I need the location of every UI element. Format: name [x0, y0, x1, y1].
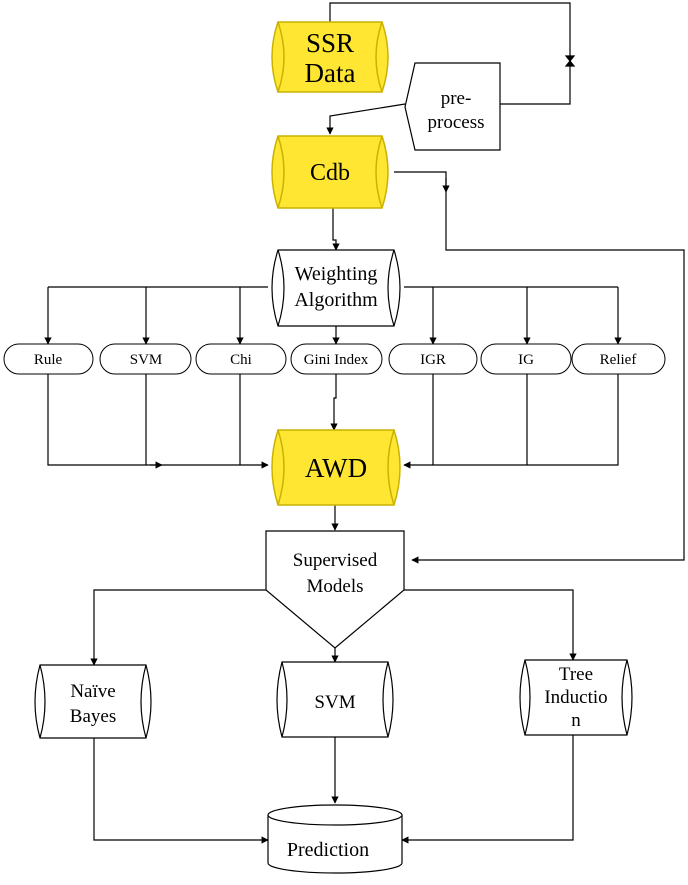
pill-relief[interactable]: Relief: [571, 343, 666, 375]
pill-relief-label: Relief: [600, 352, 637, 368]
pill-gini-index[interactable]: Gini Index: [290, 343, 383, 375]
pill-rule-label: Rule: [34, 352, 63, 368]
node-svm-model[interactable]: SVM: [276, 661, 394, 738]
naive-bayes-line2: Bayes: [70, 706, 116, 727]
weight-pills: Rule SVM Chi Gini Index IGR IG Relief: [3, 343, 666, 375]
weighting-line2: Algorithm: [294, 289, 378, 311]
preprocess-line2: process: [428, 112, 485, 133]
node-prediction[interactable]: Prediction: [267, 804, 403, 874]
edge-to-naive: [90, 589, 266, 666]
pill-svm[interactable]: SVM: [99, 343, 192, 375]
svm-model-label: SVM: [314, 692, 355, 713]
naive-bayes-line1: Naïve: [70, 681, 115, 702]
edge-ssr-loop-mark: [564, 55, 576, 67]
edge-cdb-bypass: [394, 171, 685, 564]
weighting-line1: Weighting: [295, 263, 378, 285]
tree-line3: n: [571, 710, 581, 731]
edge-from-gini: [330, 374, 338, 431]
edge-ssr-loop: [329, 2, 571, 105]
node-supervised[interactable]: Supervised Models: [265, 530, 405, 649]
pill-igr-label: IGR: [420, 352, 446, 368]
pill-igr[interactable]: IGR: [388, 343, 478, 375]
edge-naive-prediction: [93, 738, 269, 844]
cdb-label: Cdb: [310, 160, 350, 186]
edge-to-tree: [404, 589, 577, 661]
pill-svm-label: SVM: [130, 352, 163, 368]
pill-chi-label: Chi: [230, 352, 252, 368]
edge-preprocess-cdb: [326, 103, 406, 135]
edge-tree-prediction: [401, 735, 574, 844]
ssr-data-line1: SSR: [306, 28, 354, 58]
edge-from-rule: [47, 374, 269, 469]
ssr-data-line2: Data: [305, 58, 356, 88]
tree-line2: Inductio: [544, 687, 607, 708]
pill-chi[interactable]: Chi: [195, 343, 287, 375]
pill-ig[interactable]: IG: [480, 343, 572, 375]
node-preprocess[interactable]: pre- process: [404, 62, 501, 151]
pill-rule[interactable]: Rule: [3, 343, 94, 375]
edge-from-relief: [403, 374, 619, 469]
supervised-line2: Models: [307, 576, 364, 597]
node-tree-induction[interactable]: Tree Inductio n: [519, 659, 633, 736]
prediction-label: Prediction: [287, 839, 369, 861]
node-weighting[interactable]: Weighting Algorithm: [271, 249, 401, 327]
edge-cdb-weighting: [332, 208, 340, 251]
pill-ig-label: IG: [518, 352, 534, 368]
node-naive-bayes[interactable]: Naïve Bayes: [34, 664, 152, 739]
tree-line1: Tree: [559, 664, 593, 685]
connectors: [44, 2, 685, 844]
supervised-line1: Supervised: [293, 550, 378, 571]
node-cdb[interactable]: Cdb: [271, 135, 389, 209]
awd-label: AWD: [305, 453, 367, 483]
node-awd[interactable]: AWD: [271, 429, 401, 506]
node-ssr-data[interactable]: SSR Data: [271, 21, 389, 93]
preprocess-line1: pre-: [441, 88, 472, 109]
pill-gini-label: Gini Index: [304, 352, 369, 368]
